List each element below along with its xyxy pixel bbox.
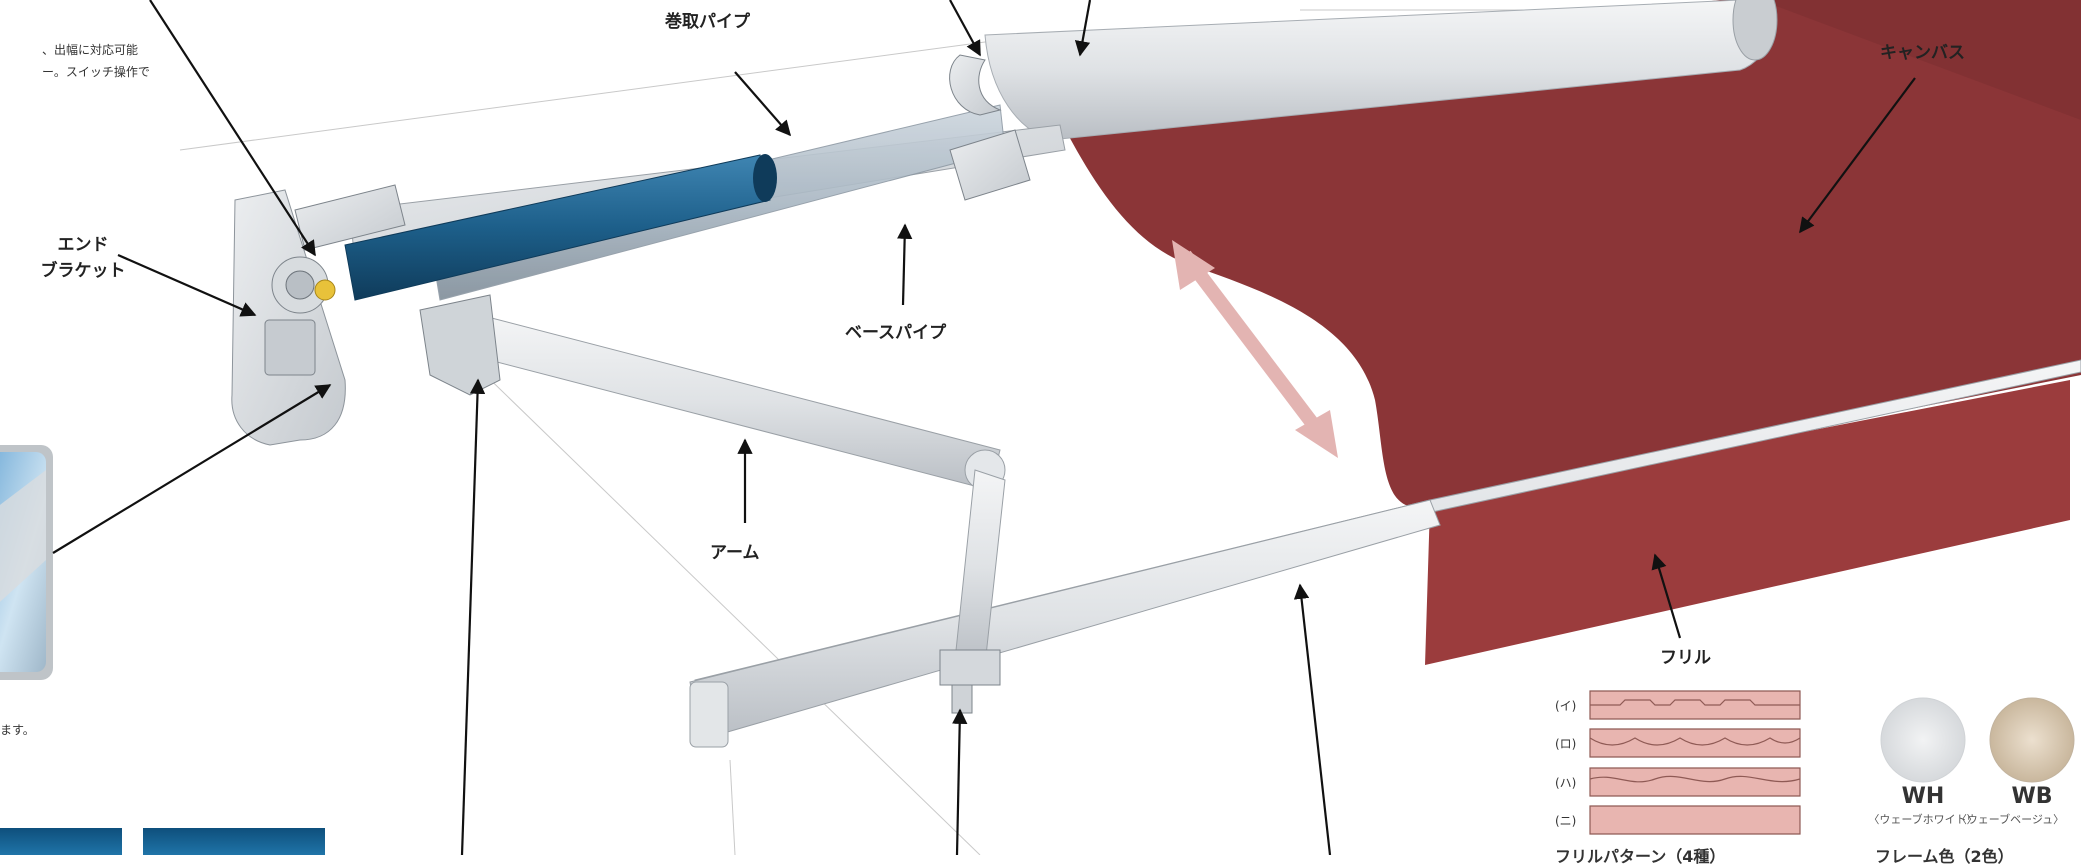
arm-foot [939,649,1001,686]
label-arm: アーム [710,543,760,563]
swatch-wh-name: 〈ウェーブホワイト〉 [1868,813,1978,826]
front-bar-endcap [689,681,729,748]
label-end-bracket-line2: ブラケット [40,261,126,281]
swatch-wb [1989,697,2075,783]
left-desc-line3: ます。 [0,723,35,737]
cassette-roll-end [1732,0,1778,61]
swatch-wb-code: WB [2011,784,2053,809]
motor-end [753,154,777,202]
swatch-wh-code: WH [1901,784,1945,809]
frill-tag-ni: (ニ) [1555,814,1577,828]
frill-sample-i [1589,690,1801,720]
frill-sample-ha [1589,767,1801,797]
label-end-bracket-line1: エンド [57,235,109,255]
swatch-wh [1880,697,1966,783]
end-bracket-plate [231,189,346,446]
arm-foot-screw [951,684,973,714]
label-canvas: キャンバス [1880,43,1965,63]
frill-samples [1589,690,1801,835]
frill-tag-i: (イ) [1555,699,1577,713]
arm-shoulder [419,294,501,396]
canvas-shadow [1760,0,2081,120]
frill-sample-ro [1589,728,1801,758]
front-frill-panel [1425,380,2070,665]
frill-tag-ha: (ハ) [1555,776,1577,790]
canvas-fabric [1040,0,2081,508]
motor-tube [344,154,771,301]
front-bar-body [689,499,1441,741]
frill-pattern-heading: フリルパターン（4種） [1555,847,1726,866]
label-base-pipe: ベースパイプ [845,323,947,343]
label-end-bracket: エンド ブラケット [38,232,128,284]
swatch-wb-name: 〈ウェーブベージュ〉 [1955,813,2065,826]
frill-tag-ro: (ロ) [1555,737,1577,751]
bottom-thumbnails [0,828,325,855]
left-desc-line2: ー。スイッチ操作で [42,65,150,79]
end-bracket-mechanism [264,256,336,376]
pipe-clamps [294,54,1031,251]
frill-sample-edges [1589,699,1801,783]
projection-arrow [1172,240,1338,458]
label-winding-pipe: 巻取パイプ [665,12,750,32]
callout-leaders [52,0,1916,855]
left-photo-inset [0,445,53,680]
left-desc-line1: 、出幅に対応可能 [42,43,139,57]
label-frill: フリル [1660,648,1711,668]
frame-color-heading: フレーム色（2色） [1875,847,2014,866]
frill-sample-ni [1589,805,1801,835]
